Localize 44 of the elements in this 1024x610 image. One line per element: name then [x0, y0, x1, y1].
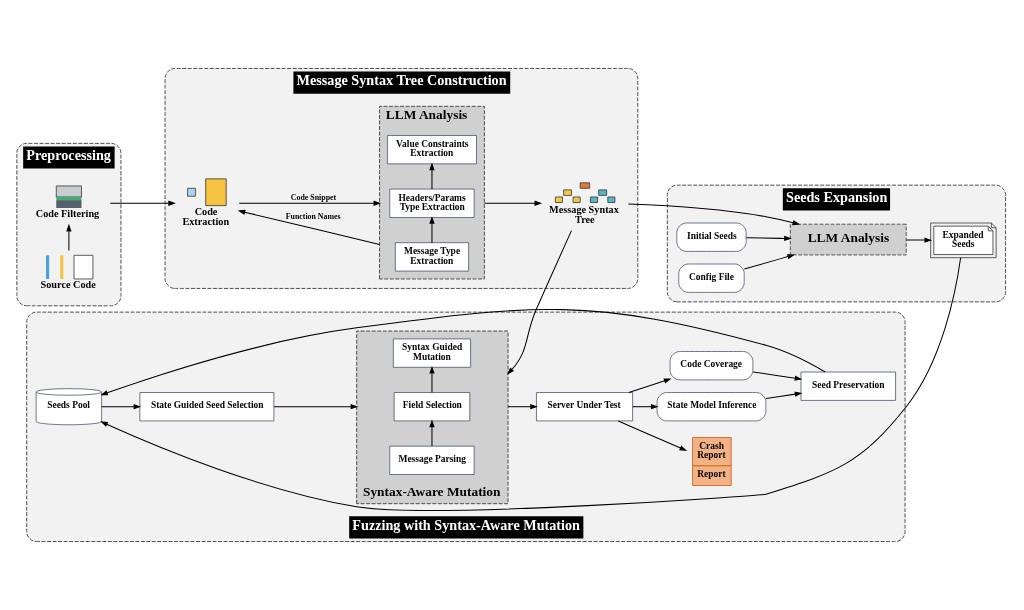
arrow [752, 371, 803, 381]
node-box: Syntax Guided Mutation [392, 338, 471, 368]
arrow [906, 237, 933, 243]
node-label: Source Code [40, 278, 96, 290]
arrow [101, 404, 142, 410]
arrow [745, 235, 792, 242]
arrow [429, 216, 435, 244]
node-box: Server Under Test [536, 392, 634, 422]
node-box: State Guided Seed Selection [139, 392, 275, 422]
arrow [66, 223, 72, 251]
node-box: Initial Seeds [676, 222, 747, 252]
arrow [628, 378, 672, 393]
node-box: Message Parsing [389, 445, 475, 475]
node-box: Config File [678, 263, 745, 293]
arrow [765, 391, 803, 400]
arrow [632, 404, 659, 410]
arrow [627, 203, 801, 226]
edge-label: Code Snippet [290, 193, 337, 203]
arrow [109, 200, 176, 206]
arrow [273, 404, 359, 410]
node-box: Code Coverage [669, 351, 754, 381]
arrow [617, 420, 688, 451]
arrow [100, 257, 962, 511]
node-box: Value Constraints Extraction [387, 135, 477, 165]
arrow [507, 404, 538, 410]
arrow [238, 200, 382, 206]
arrow [507, 230, 572, 375]
arrow [237, 209, 381, 246]
node-box: Headers/Params Type Extraction [389, 188, 475, 218]
node-box: LLM Analysis [789, 223, 907, 256]
node-label: Code Filtering [35, 208, 100, 220]
arrow [483, 200, 543, 206]
node-label: Message Syntax Tree [549, 204, 619, 226]
arrow [743, 254, 795, 270]
arrow [429, 162, 435, 190]
arrow [429, 366, 435, 393]
node-box: State Model Inference [656, 392, 767, 422]
node-box: Seed Preservation [800, 371, 896, 401]
edge-label: Function Names [285, 212, 341, 222]
node-box: Field Selection [393, 392, 471, 422]
node-label: Code Extraction [182, 205, 230, 227]
node-box: Message Type Extraction [394, 242, 470, 272]
arrow [429, 419, 435, 447]
arrow [100, 309, 826, 396]
